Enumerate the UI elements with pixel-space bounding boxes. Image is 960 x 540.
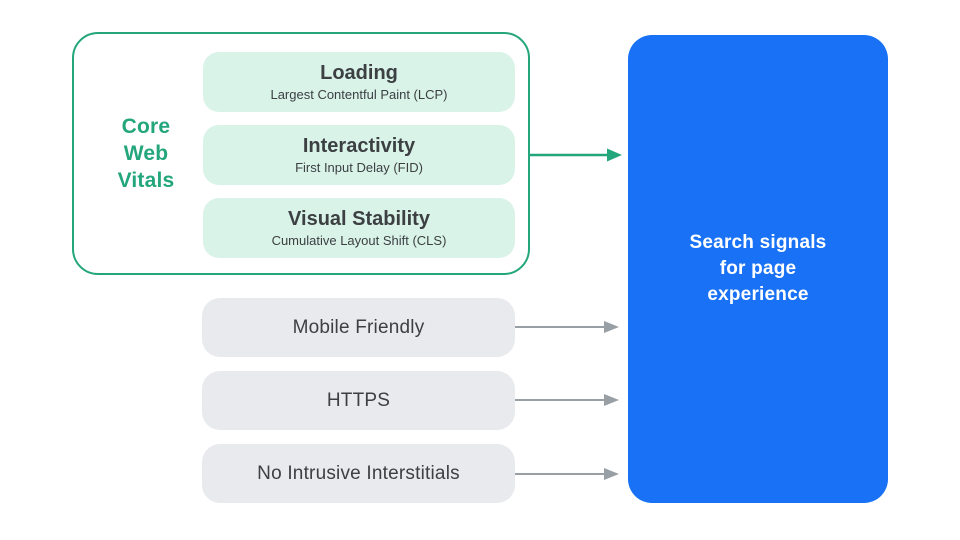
vital-card-interactivity: Interactivity First Input Delay (FID) (203, 125, 515, 185)
core-web-vitals-group: Core Web Vitals Loading Largest Contentf… (72, 32, 530, 275)
result-card-label: Search signals for page experience (689, 232, 827, 305)
vital-card-title: Loading (320, 62, 398, 84)
signal-card-https: HTTPS (202, 371, 515, 430)
signal-card-no-intrusive-interstitials: No Intrusive Interstitials (202, 444, 515, 503)
result-card-search-signals: Search signals for page experience (628, 35, 888, 503)
https-arrow (515, 394, 619, 406)
mobile-friendly-arrow (515, 321, 619, 333)
vital-card-subtitle: Largest Contentful Paint (LCP) (270, 87, 448, 102)
vital-card-title: Interactivity (302, 135, 416, 157)
vital-card-title: Visual Stability (288, 208, 430, 230)
core-web-vitals-label: Core Web Vitals (117, 115, 175, 192)
vital-card-subtitle: Cumulative Layout Shift (CLS) (271, 233, 447, 248)
signal-card-label: No Intrusive Interstitials (257, 462, 460, 484)
signal-card-label: Mobile Friendly (292, 316, 425, 338)
signal-card-label: HTTPS (326, 389, 391, 411)
no-intrusive-interstitials-arrow (515, 468, 619, 480)
vital-card-subtitle: First Input Delay (FID) (295, 160, 423, 175)
signal-card-mobile-friendly: Mobile Friendly (202, 298, 515, 357)
vital-card-visual-stability: Visual Stability Cumulative Layout Shift… (203, 198, 515, 258)
vital-card-loading: Loading Largest Contentful Paint (LCP) (203, 52, 515, 112)
core-web-vitals-arrow (530, 148, 622, 162)
